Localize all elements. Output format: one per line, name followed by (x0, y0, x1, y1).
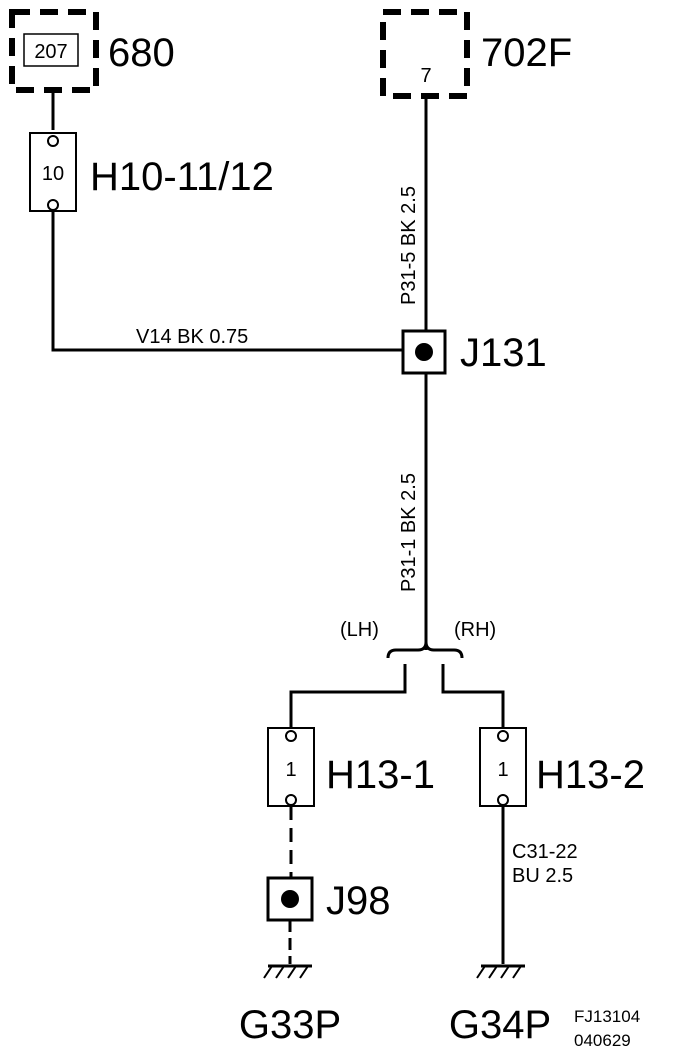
wire-p31-1-label: P31-1 BK 2.5 (398, 473, 420, 592)
wire-v14 (51, 211, 403, 352)
branch-bracket: (LH) (RH) (340, 619, 496, 659)
ground-g34p-hatch-3 (500, 965, 510, 979)
component-680-pin-box (23, 33, 79, 67)
branch-lh-label: (LH) (340, 619, 379, 641)
wire-v14-label: V14 BK 0.75 (136, 326, 248, 348)
ground-g34p-label: G34P (449, 1003, 551, 1047)
connector-h13-1-pin-bottom (285, 794, 297, 806)
ground-g33p-hatch-3 (287, 965, 297, 979)
connector-h13-2-pin: 1 (497, 759, 508, 781)
wire-p31-5-label: P31-5 BK 2.5 (398, 186, 420, 305)
ground-g34p-hatch-4 (512, 965, 522, 979)
wire-c31-22-label-line1: C31-22 (512, 841, 578, 863)
connector-h13-2: 1 H13-2 (479, 727, 645, 807)
splice-j98: J98 (266, 876, 391, 923)
ground-g34p-hatch-2 (488, 965, 498, 979)
diagram-date: 040629 (574, 1031, 631, 1050)
splice-j131-dot (415, 343, 433, 361)
connector-h10-11-12: 10 H10-11/12 (29, 132, 274, 212)
connector-h13-2-pin-top (497, 730, 509, 742)
splice-j98-label: J98 (326, 879, 391, 923)
branch-rh-label: (RH) (454, 619, 496, 641)
connector-h13-1-pin-top (285, 730, 297, 742)
connector-h10-label: H10-11/12 (90, 155, 274, 199)
diagram-code: FJ13104 (574, 1007, 640, 1026)
connector-h10-pin-top (47, 135, 59, 147)
component-702f: 7 702F (380, 9, 572, 99)
component-680-pin: 207 (34, 41, 67, 63)
splice-j131: J131 (401, 329, 547, 375)
component-702f-label: 702F (481, 31, 572, 75)
ground-g33p: G33P (239, 964, 341, 1047)
ground-g34p: G34P (449, 964, 551, 1047)
connector-h10-pin: 10 (42, 163, 64, 185)
connector-h13-2-label: H13-2 (536, 753, 645, 797)
component-680: 207 680 (9, 9, 175, 93)
branch-bracket-curve (386, 641, 464, 659)
connector-h13-1-label: H13-1 (326, 753, 435, 797)
component-702f-pin: 7 (420, 65, 431, 87)
ground-g34p-hatch-1 (476, 965, 486, 979)
ground-g33p-hatch-1 (263, 965, 273, 979)
component-680-label: 680 (108, 31, 175, 75)
ground-g33p-label: G33P (239, 1003, 341, 1047)
splice-j98-box (266, 876, 314, 922)
wire-rh-to-h13-2 (441, 664, 505, 728)
wire-c31-22-label-line2: BU 2.5 (512, 865, 573, 887)
connector-h13-1: 1 H13-1 (267, 727, 435, 807)
connector-h13-2-pin-bottom (497, 794, 509, 806)
ground-g33p-hatch-4 (299, 965, 309, 979)
ground-g33p-hatch-2 (275, 965, 285, 979)
connector-h13-1-pin: 1 (285, 759, 296, 781)
wire-lh-to-h13-1 (289, 664, 407, 728)
splice-j131-label: J131 (460, 331, 547, 375)
connector-h10-pin-bottom (47, 199, 59, 211)
splice-j98-dot (281, 890, 299, 908)
